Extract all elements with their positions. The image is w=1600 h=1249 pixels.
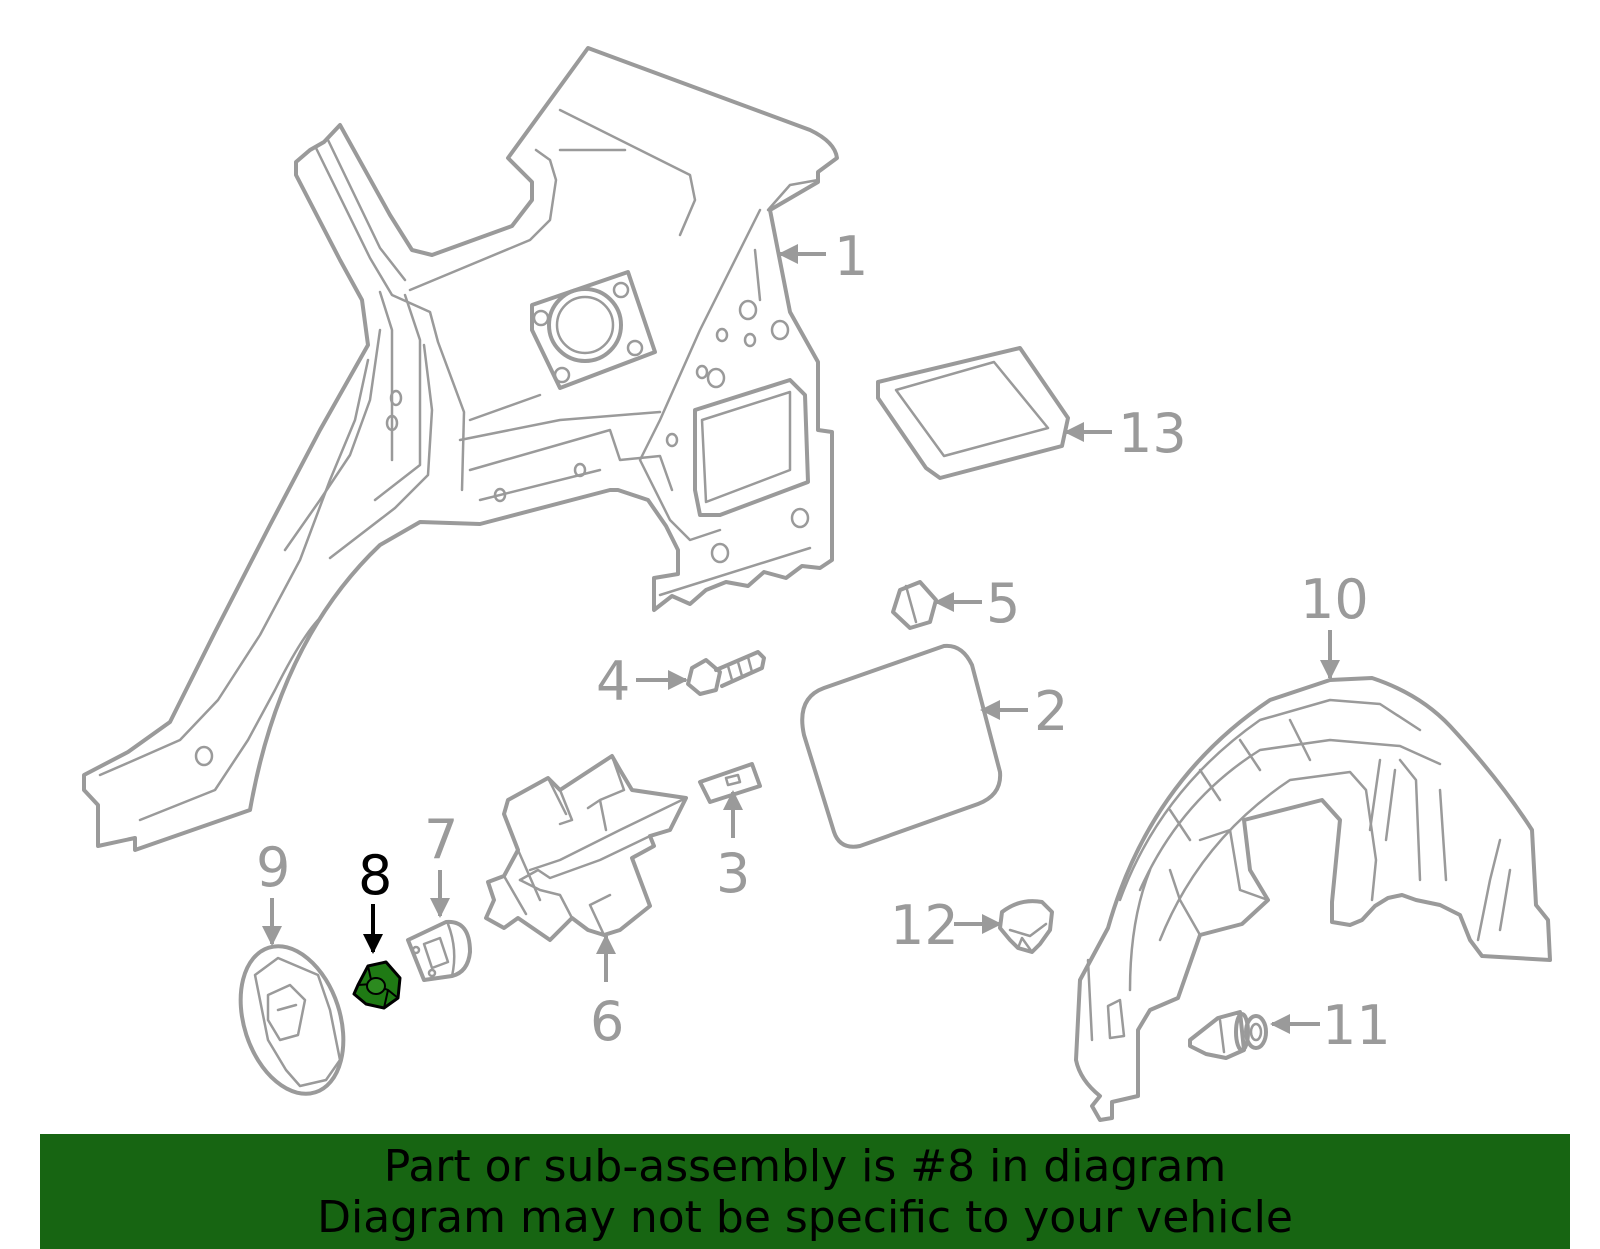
banner-line-2: Diagram may not be specific to your vehi… xyxy=(317,1191,1293,1243)
part-3-pad xyxy=(698,762,762,804)
label-10: 10 xyxy=(1300,568,1369,631)
label-7: 7 xyxy=(424,808,458,871)
info-banner: Part or sub-assembly is #8 in diagram Di… xyxy=(40,1134,1570,1249)
label-8-highlighted: 8 xyxy=(358,844,392,907)
label-2: 2 xyxy=(1034,680,1068,743)
part-6-opener-assembly xyxy=(484,754,688,942)
part-1-quarter-panel xyxy=(82,46,839,852)
callout-arrows xyxy=(262,244,1340,1034)
banner-line-1: Part or sub-assembly is #8 in diagram xyxy=(383,1140,1227,1192)
parts-diagram: 1 13 5 4 2 3 10 12 11 6 7 8 9 xyxy=(82,46,1552,1122)
part-10-wheel-liner xyxy=(1074,676,1552,1122)
label-12: 12 xyxy=(890,894,959,957)
label-13: 13 xyxy=(1118,402,1187,465)
part-4-bolt xyxy=(686,650,766,696)
label-5: 5 xyxy=(986,572,1020,635)
label-6: 6 xyxy=(590,990,624,1053)
part-2-fuel-door xyxy=(800,643,1003,849)
part-12-clip xyxy=(998,899,1054,954)
label-1: 1 xyxy=(834,225,868,288)
label-11: 11 xyxy=(1322,994,1391,1057)
part-11-push-clip xyxy=(1188,1010,1268,1060)
part-13-gasket xyxy=(876,346,1070,480)
part-7-bracket xyxy=(406,919,472,982)
label-4: 4 xyxy=(596,650,630,713)
part-5-nut xyxy=(891,580,938,630)
part-8-nut-highlighted xyxy=(352,960,402,1010)
part-9-filler-cover xyxy=(238,944,346,1096)
label-3: 3 xyxy=(716,842,750,905)
label-9: 9 xyxy=(256,836,290,899)
